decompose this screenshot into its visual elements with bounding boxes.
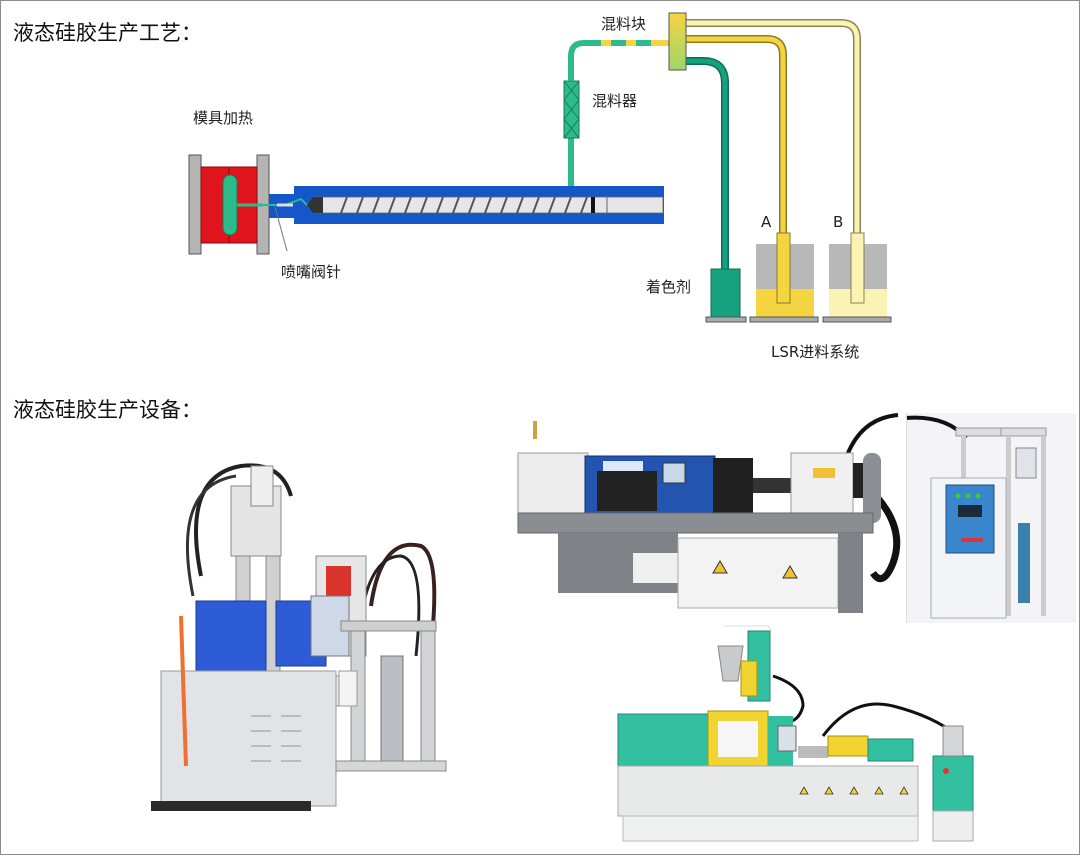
diagram-graphic xyxy=(188,12,892,323)
mold-icon xyxy=(188,154,270,255)
label-mixer: 混料器 xyxy=(592,92,638,110)
mixer-icon xyxy=(563,40,671,186)
label-tank-a: A xyxy=(761,213,772,231)
process-section-title: 液态硅胶生产工艺： xyxy=(13,21,202,45)
vertical-lsr-injection-machine-photo xyxy=(151,463,447,811)
lsr-dosing-unit-photo xyxy=(905,413,1076,623)
equipment-section-title: 液态硅胶生产设备： xyxy=(13,398,202,422)
label-tank-b: B xyxy=(833,213,844,231)
pipe-component-a xyxy=(685,36,786,233)
pipe-component-b xyxy=(685,20,860,233)
pipe-colorant xyxy=(685,58,728,269)
label-mold-heating: 模具加热 xyxy=(193,109,254,127)
nozzle-pointer-line xyxy=(274,206,288,252)
label-lsr-feed-system: LSR进料系统 xyxy=(771,343,860,361)
horizontal-lsr-injection-machine-blue-photo xyxy=(517,413,901,613)
label-nozzle-valve-pin: 喷嘴阀针 xyxy=(281,263,342,281)
label-mixing-block: 混料块 xyxy=(601,15,647,33)
tank-a-icon xyxy=(749,232,819,323)
tank-b-icon xyxy=(822,232,892,323)
colorant-container-icon xyxy=(705,268,747,323)
injection-barrel-icon xyxy=(263,186,664,224)
mixing-block-icon xyxy=(668,12,687,71)
horizontal-lsr-injection-machine-green-photo xyxy=(617,625,974,842)
label-colorant: 着色剂 xyxy=(646,278,692,296)
